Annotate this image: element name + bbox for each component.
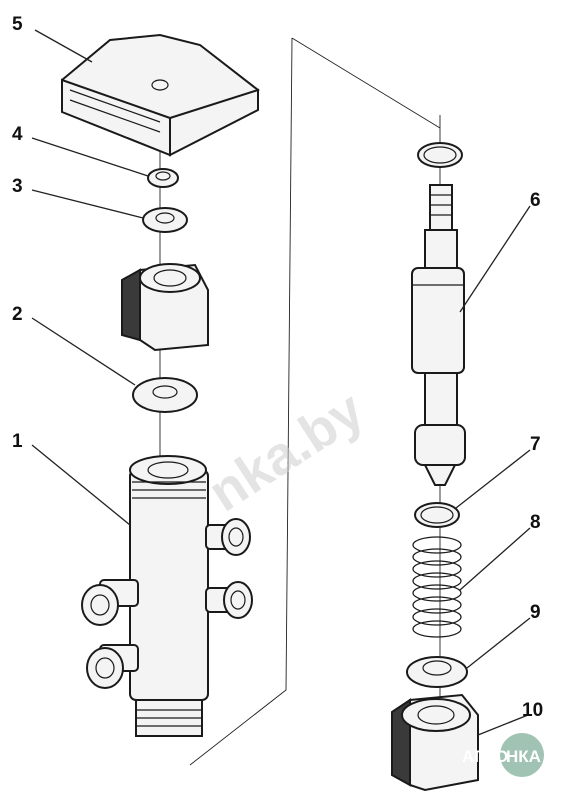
callout-6: 6 (530, 190, 541, 211)
callout-8: 8 (530, 512, 541, 533)
callout-9: 9 (530, 602, 541, 623)
callout-5: 5 (12, 14, 23, 35)
callout-4: 4 (12, 124, 23, 145)
logo-text-right: НКА (506, 747, 541, 766)
watermark-text: nka.by (198, 380, 374, 523)
part-7-o-ring (414, 502, 460, 528)
callout-2: 2 (12, 304, 23, 325)
logo-circle (500, 733, 544, 777)
part-6-valve-stem (411, 142, 466, 486)
callout-3: 3 (12, 176, 23, 197)
part-9-washer (406, 656, 468, 688)
part-5-plate (61, 33, 260, 157)
part-10-hex-nut (391, 693, 479, 792)
part-2-washer (132, 377, 198, 413)
callout-10: 10 (522, 700, 543, 721)
callout-1: 1 (12, 431, 23, 452)
part-4-washer (147, 168, 179, 188)
leader-lines (31, 29, 531, 736)
part-3-washer (142, 207, 188, 233)
part-8-spring (412, 536, 462, 638)
agronka-logo: АГРО НКА (462, 733, 544, 777)
upper-hex-nut (121, 263, 209, 352)
logo-text-left: АГРО (462, 747, 508, 766)
callout-7: 7 (530, 434, 541, 455)
part-1-manifold-body (81, 455, 253, 737)
